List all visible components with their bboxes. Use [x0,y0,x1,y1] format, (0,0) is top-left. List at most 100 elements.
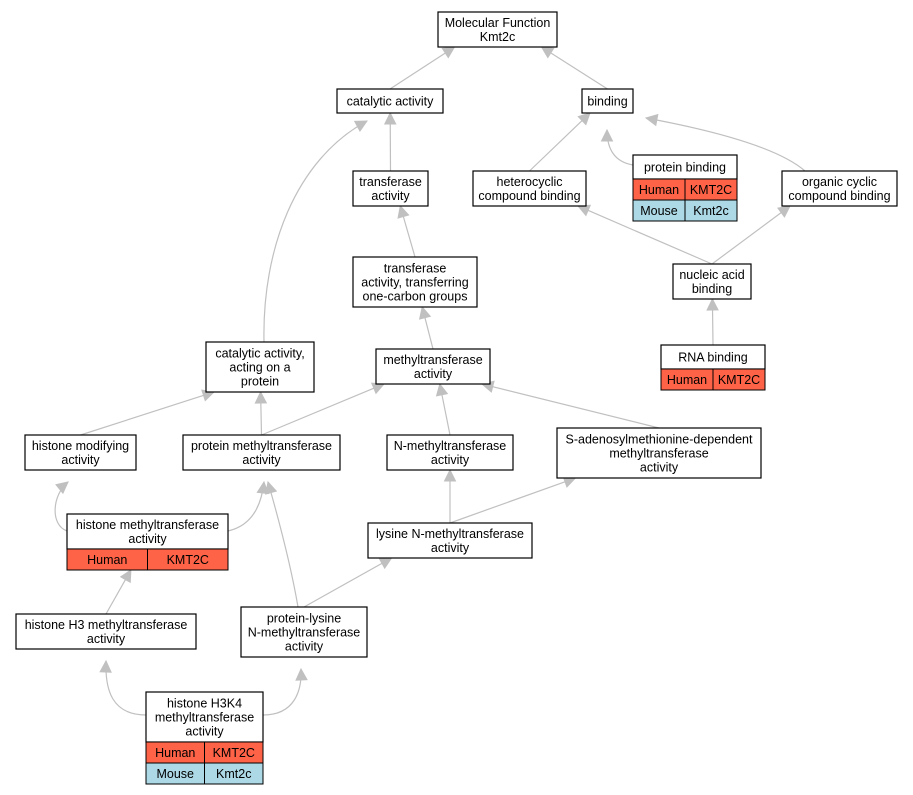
edge-arrowhead [435,382,449,397]
edge-arrowhead [777,205,791,218]
edge-arrowhead [577,112,591,126]
edge-lysine_n_methyltransferase-to-sam_dependent [449,480,567,524]
edge-arrowhead [99,659,112,673]
edge-catalytic_on_protein-to-catalytic_activity [263,120,368,343]
edge-histone_h3k4_methyltransferase-to-histone_h3_methyltransferase [105,660,147,716]
node-label-line: compound binding [478,189,580,203]
edge-arrowhead [576,204,592,217]
edge-arrowhead [383,111,397,125]
node-box [352,170,429,207]
edge-protein_methyltransferase-to-catalytic_on_protein [260,401,263,436]
edge-histone_methyltransferase-to-protein_methyltransferase [227,481,265,532]
edge-arrowhead [119,569,132,584]
species-name: Mouse [640,204,678,218]
node-label-line: activity [128,532,167,546]
node-label-line: lysine N-methyltransferase [376,527,524,541]
node-box [375,348,491,385]
node-label-line: heterocyclic [497,175,563,189]
node-label-line: protein binding [644,161,726,175]
node-box [15,613,197,650]
node-label-line: activity [285,640,324,654]
edge-sam_dependent-to-methyltransferase_activity [491,385,660,429]
node-box [581,88,634,114]
species-name: Mouse [156,767,194,781]
node-label-line: transferase [384,262,447,276]
edge-arrowhead [600,128,614,142]
edge-transferase_one_carbon-to-transferase_activity [402,215,416,258]
species-name: Human [87,553,127,567]
edge-arrowhead [644,113,659,127]
edge-protein_lysine_n_methyltransferase-to-lysine_n_methyltransferase [303,562,384,608]
gene-symbol: Kmt2c [693,204,728,218]
edge-organic_cyclic_compound_binding-to-binding [645,117,806,172]
edge-arrowhead [55,481,69,495]
node-protein-lysine-n-methyltransferase[interactable]: protein-lysineN-methyltransferaseactivit… [240,606,368,658]
node-box [672,263,752,300]
node-label-line: histone H3 methyltransferase [25,618,188,632]
node-label-line: binding [692,282,732,296]
node-label-line: activity [431,541,470,555]
node-label-line: activity [640,461,679,475]
node-box [240,606,368,658]
node-catalytic-activity[interactable]: catalytic activity [336,88,444,114]
node-label-line: N-methyltransferase [394,439,507,453]
edge-arrowhead [706,297,719,311]
node-binding[interactable]: binding [581,88,634,114]
node-label-line: activity [61,453,100,467]
node-label-line: activity, transferring [361,276,468,290]
edge-arrowhead [441,46,456,59]
edge-arrowhead [418,305,432,320]
edge-methyltransferase_activity-to-transferase_one_carbon [424,316,434,350]
gene-cell [712,368,766,391]
edge-arrowhead [295,667,308,681]
edge-binding-to-root [549,51,608,90]
species-name: Human [155,746,195,760]
node-label-line: nucleic acid [679,268,744,282]
node-box [437,11,558,48]
gene-symbol: KMT2C [213,746,255,760]
node-label-line: one-carbon groups [363,290,468,304]
node-label-line: organic cyclic [802,175,877,189]
node-box [781,170,898,207]
node-box [386,434,514,471]
node-label-line: activity [371,189,410,203]
node-box [660,344,766,370]
node-label-line: binding [587,95,627,109]
edge-protein_lysine_n_methyltransferase-to-protein_methyltransferase [267,481,299,608]
node-sam-dependent[interactable]: S-adenosylmethionine-dependentmethyltran… [556,427,762,479]
node-box [145,691,264,743]
node-box [336,88,444,114]
node-box [66,513,229,550]
edge-arrowhead [443,468,457,482]
edge-arrowhead [397,204,410,219]
node-label-line: histone modifying [32,439,129,453]
edge-nucleic_acid_binding-to-organic_cyclic_compound_binding [711,211,783,265]
edge-arrowhead [540,46,555,59]
edge-n_methyltransferase-to-methyltransferase_activity [441,393,451,436]
edge-histone_modifying-to-catalytic_on_protein [80,394,205,436]
node-box [367,522,533,559]
node-label-line: methyltransferase [383,353,482,367]
gene-cell [684,199,738,222]
node-histone-h3k4-methyltransferase[interactable]: histone H3K4methyltransferaseactivityHum… [145,691,264,785]
edge-protein_methyltransferase-to-methyltransferase_activity [261,387,375,436]
node-label-line: activity [414,367,453,381]
node-label-line: compound binding [788,189,890,203]
